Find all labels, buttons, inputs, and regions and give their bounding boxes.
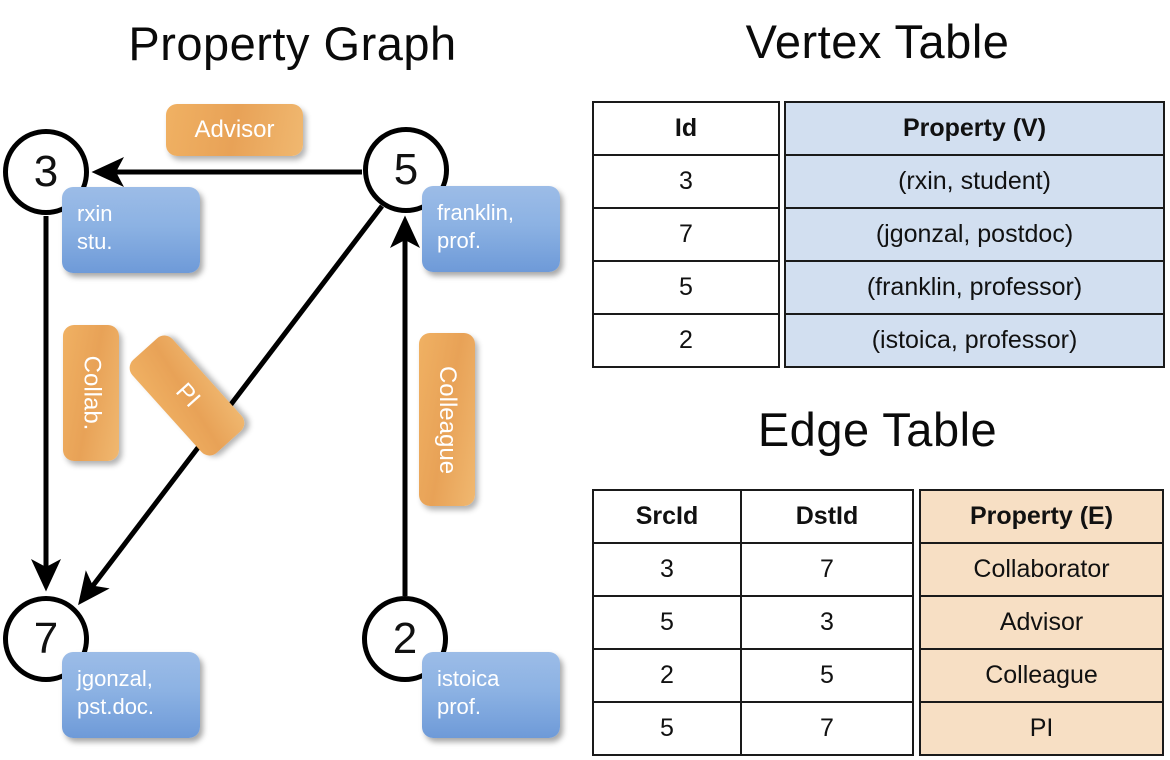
table-row: (franklin, professor) [784, 260, 1165, 315]
edge-label-advisor[interactable]: Advisor [166, 104, 303, 156]
vertex-property-5-line2: prof. [437, 228, 482, 253]
page-title-vertex-table: Vertex Table [745, 15, 1010, 68]
vertex-table-header-property: Property (V) [784, 101, 1165, 156]
table-row: (rxin, student) [784, 154, 1165, 209]
page-title-edge-table: Edge Table [757, 403, 998, 456]
table-row: Collaborator [919, 542, 1164, 597]
edge-label-advisor-text: Advisor [194, 116, 275, 143]
vertex-table-column-id: Id 3 7 5 2 [592, 101, 780, 368]
graph-edges-svg [31, 157, 420, 606]
vertex-property-3-line2: stu. [77, 229, 113, 254]
edge-table-header-dstid: DstId [740, 489, 914, 544]
edge-label-collab-text: Collab. [78, 355, 105, 431]
table-row: 2 [592, 313, 780, 368]
table-row: 5 [592, 595, 742, 650]
graph-node-5-label: 5 [393, 145, 419, 194]
table-row: Colleague [919, 648, 1164, 703]
property-graph-diagram: 3 5 7 2 rxin stu. franklin, prof. jgonza… [3, 104, 560, 738]
edge-label-colleague[interactable]: Colleague [419, 333, 475, 506]
edge-table-column-srcid: SrcId 3 5 2 5 [592, 489, 742, 756]
edge-label-collab[interactable]: Collab. [63, 325, 119, 461]
table-row: (jgonzal, postdoc) [784, 207, 1165, 262]
vertex-property-box-7[interactable]: jgonzal, pst.doc. [62, 652, 200, 738]
table-row: 5 [592, 260, 780, 315]
vertex-property-7-line1: jgonzal, [77, 666, 153, 691]
edge-table-header-property: Property (E) [919, 489, 1164, 544]
table-row: 7 [740, 542, 914, 597]
table-row: 3 [592, 542, 742, 597]
vertex-property-5-line1: franklin, [437, 200, 515, 225]
edge-table: SrcId 3 5 2 5 DstId 7 3 5 7 Property (E)… [592, 489, 1164, 756]
graph-node-5[interactable]: 5 [363, 127, 449, 213]
vertex-property-box-5[interactable]: franklin, prof. [422, 186, 560, 272]
vertex-property-3-line1: rxin [77, 201, 113, 226]
vertex-table-column-property: Property (V) (rxin, student) (jgonzal, p… [784, 101, 1165, 368]
table-row: 7 [740, 701, 914, 756]
vertex-property-7-line2: pst.doc. [77, 694, 155, 719]
vertex-property-box-2[interactable]: istoica prof. [422, 652, 560, 738]
edge-5-to-7-pi [78, 204, 384, 606]
table-row: 3 [740, 595, 914, 650]
vertex-table: Id 3 7 5 2 Property (V) (rxin, student) … [592, 101, 1165, 368]
edge-table-column-dstid: DstId 7 3 5 7 [740, 489, 914, 756]
graph-node-2-label: 2 [392, 614, 418, 663]
graph-node-3-label: 3 [33, 147, 59, 196]
edge-table-header-srcid: SrcId [592, 489, 742, 544]
table-row: PI [919, 701, 1164, 756]
table-row: 3 [592, 154, 780, 209]
table-row: 7 [592, 207, 780, 262]
table-row: Advisor [919, 595, 1164, 650]
page-title-property-graph: Property Graph [128, 17, 457, 70]
graph-node-2[interactable]: 2 [362, 596, 448, 682]
edge-table-column-property: Property (E) Collaborator Advisor Collea… [919, 489, 1164, 756]
table-row: 5 [740, 648, 914, 703]
table-row: 5 [592, 701, 742, 756]
table-row: 2 [592, 648, 742, 703]
edge-label-pi-text: PI [169, 377, 205, 413]
vertex-property-2-line1: istoica [437, 666, 500, 691]
graph-node-7-label: 7 [33, 614, 59, 663]
vertex-table-header-id: Id [592, 101, 780, 156]
edge-label-colleague-text: Colleague [434, 365, 461, 474]
vertex-property-2-line2: prof. [437, 694, 482, 719]
table-row: (istoica, professor) [784, 313, 1165, 368]
vertex-property-box-3[interactable]: rxin stu. [62, 187, 200, 273]
